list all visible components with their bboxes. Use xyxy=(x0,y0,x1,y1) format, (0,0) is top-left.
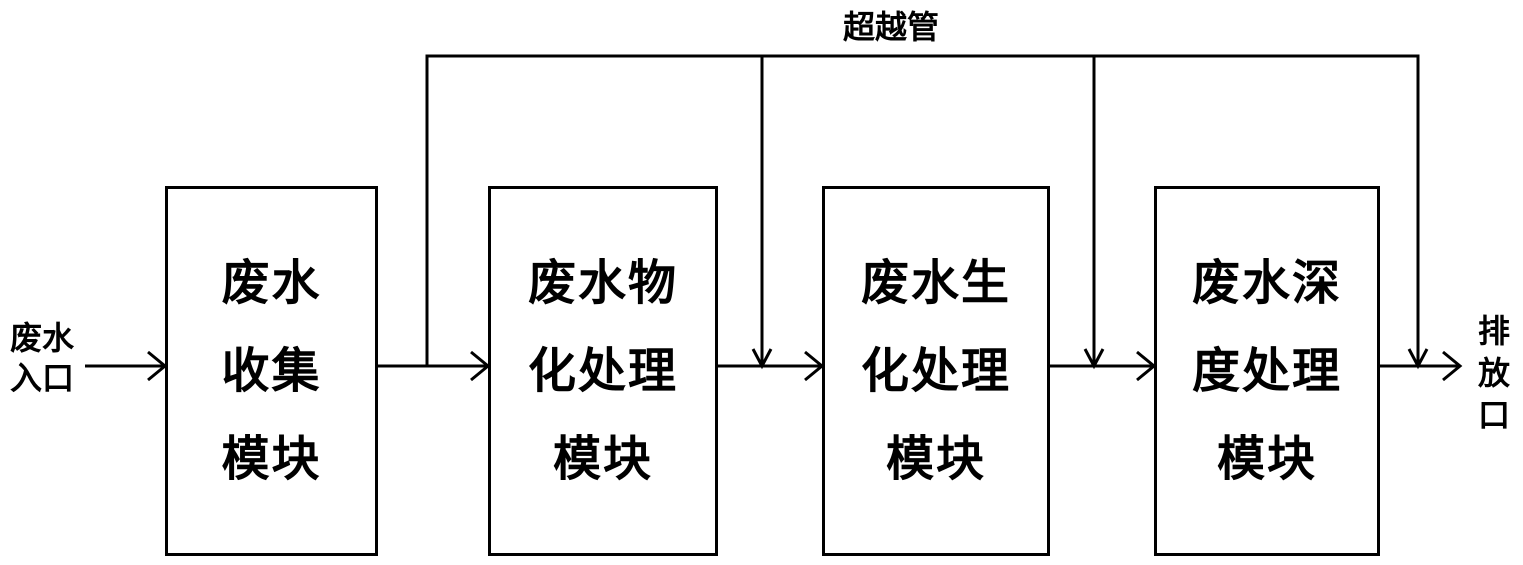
outlet-label-line: 排 xyxy=(1477,312,1510,350)
module-label-line: 模块 xyxy=(1216,431,1317,487)
module-biochemical: 废水生 化处理 模块 xyxy=(822,186,1050,556)
module-label-line: 化处理 xyxy=(527,343,678,399)
bypass-arrowhead-bio xyxy=(751,348,773,370)
module-label-line: 废水 xyxy=(221,255,322,311)
arrowhead-to-outlet xyxy=(1442,350,1463,382)
module-advanced-treatment: 废水深 度处理 模块 xyxy=(1154,186,1380,556)
module-physicochemical: 废水物 化处理 模块 xyxy=(488,186,718,556)
module-collection: 废水 收集 模块 xyxy=(165,186,378,556)
outlet-label-line: 口 xyxy=(1477,396,1510,434)
outlet-label-line: 放 xyxy=(1477,354,1510,392)
module-label-line: 废水物 xyxy=(527,255,678,311)
module-label-line: 模块 xyxy=(885,431,986,487)
inlet-label-line: 入口 xyxy=(9,359,74,397)
module-label-line: 度处理 xyxy=(1191,343,1342,399)
module-label-line: 模块 xyxy=(552,431,653,487)
module-label-line: 模块 xyxy=(221,431,322,487)
module-label-line: 化处理 xyxy=(860,343,1011,399)
bypass-pipe-label: 超越管 xyxy=(843,8,940,46)
bypass-arrowhead-outlet xyxy=(1407,348,1429,370)
bypass-arrowhead-advanced xyxy=(1083,348,1105,370)
inlet-label-line: 废水 xyxy=(9,319,74,357)
module-label-line: 废水生 xyxy=(860,255,1011,311)
wastewater-inlet-label: 废水 入口 xyxy=(4,318,80,398)
discharge-outlet-label: 排 放 口 xyxy=(1470,310,1518,436)
module-label-line: 废水深 xyxy=(1191,255,1342,311)
bypass-pipe-line xyxy=(425,54,1420,366)
module-label-line: 收集 xyxy=(221,343,322,399)
